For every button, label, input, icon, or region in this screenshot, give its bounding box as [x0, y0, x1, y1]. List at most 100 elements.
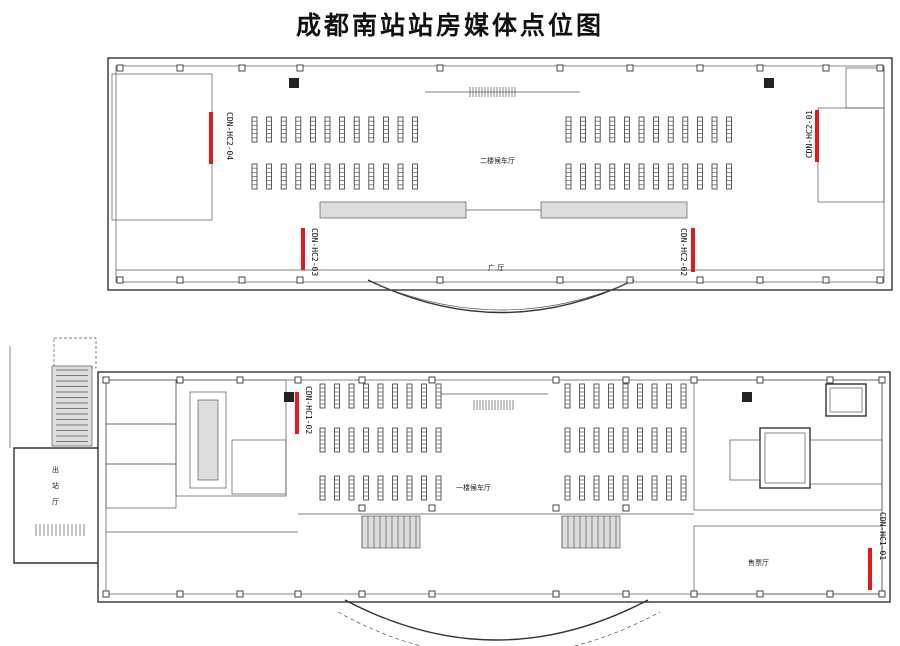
- column: [622, 376, 630, 384]
- ticket-hall: [693, 525, 883, 595]
- lower-bench-grid: [319, 383, 687, 501]
- column: [822, 276, 830, 284]
- column: [436, 64, 444, 72]
- upper-bench-grid: [251, 116, 732, 190]
- upper-left-room: [111, 73, 213, 221]
- exit-hall-label-3: 厅: [52, 498, 59, 506]
- column: [176, 590, 184, 598]
- column: [102, 376, 110, 384]
- column: [756, 64, 764, 72]
- upper-escalator-right: [540, 201, 688, 219]
- column: [822, 64, 830, 72]
- lower-right-rooms: [693, 379, 883, 511]
- column: [428, 376, 436, 384]
- lower-columns: [102, 376, 886, 598]
- column: [826, 590, 834, 598]
- column: [102, 590, 110, 598]
- column: [690, 376, 698, 384]
- page-title: 成都南站站房媒体点位图: [295, 11, 604, 40]
- column: [236, 376, 244, 384]
- column: [696, 64, 704, 72]
- column: [294, 376, 302, 384]
- exit-hall-label-1: 出: [52, 465, 59, 474]
- column: [876, 64, 884, 72]
- media-code-hc1-01: CDN-HC1-01: [878, 512, 887, 560]
- column: [878, 376, 886, 384]
- media-points: CDN-HC2-04 CDN-HC2-01 CDN-HC2-03 CDN-HC2…: [209, 110, 887, 590]
- column: [556, 64, 564, 72]
- column: [552, 376, 560, 384]
- upper-inner-wall: [115, 65, 885, 283]
- column: [358, 590, 366, 598]
- column: [294, 590, 302, 598]
- column: [552, 504, 560, 512]
- media-marker-hc2-01: [815, 110, 819, 162]
- upper-stair-right: [764, 78, 774, 88]
- upper-floor-plan: 二楼候车厅 广 厅: [107, 57, 893, 314]
- column: [626, 276, 634, 284]
- column: [236, 590, 244, 598]
- column: [176, 276, 184, 284]
- lower-entrance-arc: [344, 599, 649, 641]
- vip-room-top: [825, 383, 867, 417]
- column: [690, 590, 698, 598]
- column: [296, 276, 304, 284]
- column: [876, 276, 884, 284]
- media-marker-hc2-02: [691, 228, 695, 272]
- column: [116, 64, 124, 72]
- column: [358, 376, 366, 384]
- column: [626, 64, 634, 72]
- lower-ticket-gates: [438, 393, 548, 410]
- ticket-hall-label: 售票厅: [748, 558, 769, 567]
- upper-plaza-arc: [367, 279, 635, 314]
- column: [428, 504, 436, 512]
- exit-hall-wing: [13, 447, 98, 564]
- media-code-hc1-02: CDN-HC1-02: [304, 386, 313, 434]
- column: [622, 504, 630, 512]
- upper-plaza-label: 广 厅: [488, 263, 504, 272]
- exit-hall-label-2: 站: [52, 481, 59, 490]
- lower-escalator-right: [561, 515, 621, 549]
- lower-escalator-left: [361, 515, 421, 549]
- column: [238, 276, 246, 284]
- column: [826, 376, 834, 384]
- media-code-hc2-03: CDN-HC2-03: [310, 228, 319, 276]
- upper-columns: [116, 64, 884, 284]
- lower-floor-plan: 一楼候车厅 售票厅 出 站 厅: [9, 337, 891, 646]
- lower-left-escalator: [189, 391, 227, 489]
- upper-outer-wall: [107, 57, 893, 291]
- media-code-hc2-04: CDN-HC2-04: [225, 112, 234, 160]
- upper-ticket-gates: [425, 87, 580, 97]
- media-marker-hc1-02: [295, 392, 299, 434]
- column: [428, 590, 436, 598]
- column: [756, 590, 764, 598]
- media-marker-hc1-01: [868, 548, 872, 590]
- column: [556, 276, 564, 284]
- vip-room-center: [759, 427, 811, 489]
- column: [176, 376, 184, 384]
- lower-outer-wall: [97, 371, 891, 603]
- column: [696, 276, 704, 284]
- column: [552, 590, 560, 598]
- exit-staircase: [51, 365, 93, 447]
- lower-hall-label: 一楼候车厅: [456, 483, 491, 492]
- column: [358, 504, 366, 512]
- media-marker-hc2-03: [301, 228, 305, 270]
- column: [296, 64, 304, 72]
- media-marker-hc2-04: [209, 112, 213, 164]
- column: [436, 276, 444, 284]
- exit-ticket-gates: [35, 524, 85, 536]
- media-code-hc2-01: CDN-HC2-01: [805, 110, 814, 158]
- upper-hall-label: 二楼候车厅: [480, 156, 515, 165]
- column: [756, 376, 764, 384]
- column: [176, 64, 184, 72]
- lower-left-washroom: [231, 439, 287, 495]
- column: [116, 276, 124, 284]
- upper-right-room: [817, 107, 885, 203]
- column: [878, 590, 886, 598]
- column: [238, 64, 246, 72]
- upper-stair-left: [289, 78, 299, 88]
- column: [756, 276, 764, 284]
- upper-escalator-left: [319, 201, 467, 219]
